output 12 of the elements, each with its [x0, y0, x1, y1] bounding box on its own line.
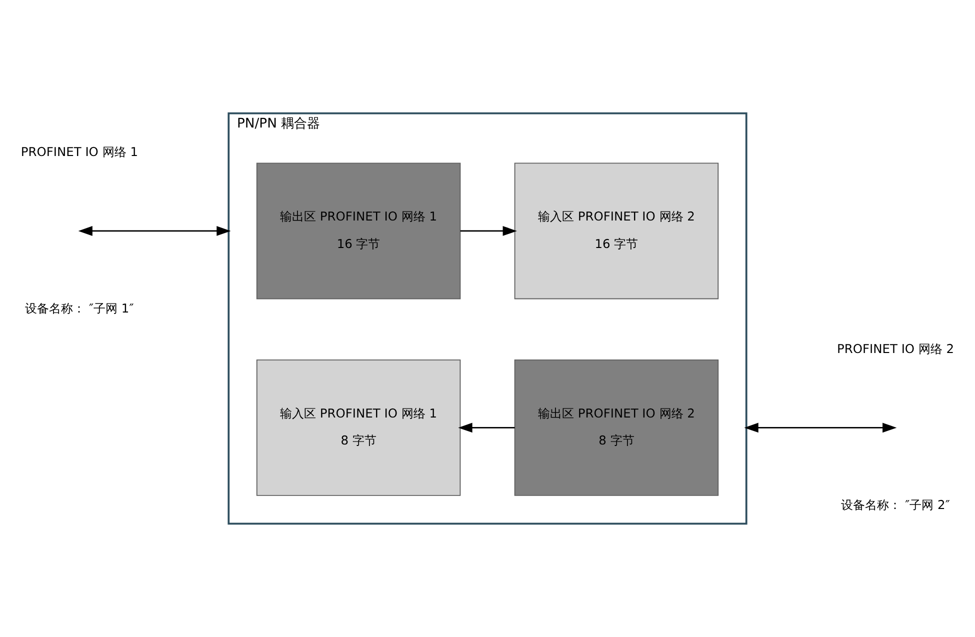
node-box: 输出区 PROFINET IO 网络 1 16 字节 — [256, 162, 461, 300]
arrow — [458, 422, 515, 433]
arrow — [78, 226, 231, 236]
arrow — [744, 422, 897, 433]
node-box: 输入区 PROFINET IO 网络 1 8 字节 — [256, 359, 461, 496]
label: PROFINET IO 网络 2 — [837, 342, 954, 356]
arrow — [460, 226, 517, 236]
node-box: 输入区 PROFINET IO 网络 2 16 字节 — [514, 162, 719, 300]
label: 设备名称： ″子网 2″ — [841, 498, 950, 512]
label: PROFINET IO 网络 1 — [20, 145, 138, 160]
label: 设备名称： ″子网 1″ — [25, 301, 134, 316]
node-box: 输出区 PROFINET IO 网络 2 8 字节 — [514, 359, 719, 496]
